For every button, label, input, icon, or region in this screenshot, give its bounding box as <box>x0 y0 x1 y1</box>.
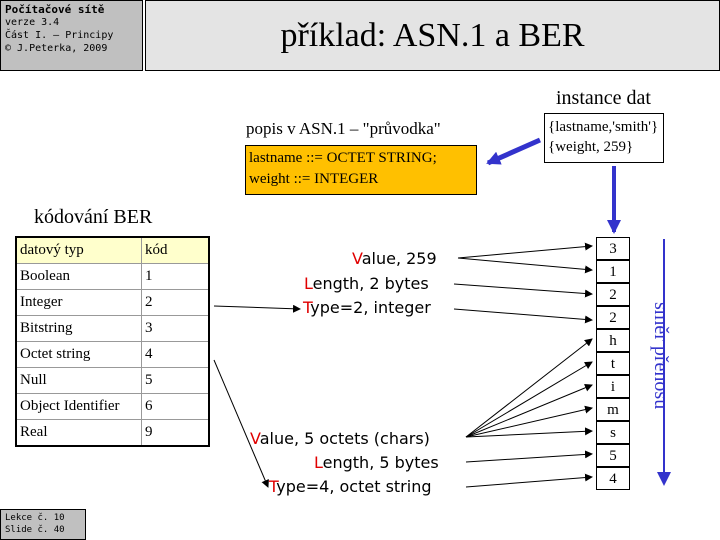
asn-line-1: lastname ::= OCTET STRING; <box>249 150 437 166</box>
octet-row-arrow <box>213 359 269 488</box>
length-arrow-2 <box>465 450 593 463</box>
ber-label: kódování BER <box>34 206 153 228</box>
type-cell: Octet string <box>15 341 142 368</box>
byte-cell: 4 <box>596 467 630 490</box>
part-label: Část I. – Principy <box>5 30 114 41</box>
type-cell: Bitstring <box>15 315 142 342</box>
value-arrow-2c <box>465 383 593 438</box>
byte-cell: h <box>596 329 630 352</box>
value-annotation-2: Value, 5 octets (chars) <box>250 429 430 448</box>
slide-title: příklad: ASN.1 a BER <box>145 0 720 71</box>
lecture-number: Lekce č. 10 <box>5 513 65 523</box>
value-arrow-2a <box>465 338 593 438</box>
type-arrow-2 <box>465 473 593 488</box>
type-annotation-2: Type=4, octet string <box>269 477 432 496</box>
asn-label: popis v ASN.1 – "průvodka" <box>246 119 441 138</box>
type-arrow-1 <box>453 308 593 324</box>
value-arrow-2b <box>465 361 593 438</box>
type-cell: Object Identifier <box>15 393 142 420</box>
asn-box: lastname ::= OCTET STRING; weight ::= IN… <box>245 145 477 195</box>
course-info-box: Počítačové sítě verze 3.4 Část I. – Prin… <box>0 0 143 71</box>
course-name: Počítačové sítě <box>5 3 105 16</box>
slide-number: Slide č. 40 <box>5 525 65 535</box>
byte-cell: 3 <box>596 237 630 260</box>
byte-stream: 3 1 2 2 h t i m s 5 4 <box>596 237 630 490</box>
code-cell: 6 <box>141 393 210 420</box>
value-arrow-1a <box>457 242 593 259</box>
table-header-row: datový typ kód <box>15 236 210 264</box>
length-annotation-1: Length, 2 bytes <box>304 274 429 293</box>
byte-cell: s <box>596 421 630 444</box>
type-annotation-1: Type=2, integer <box>303 298 431 317</box>
value-annotation-1: Value, 259 <box>352 249 437 268</box>
length-arrow-1 <box>453 283 593 298</box>
slide-footer: Lekce č. 10 Slide č. 40 <box>0 509 86 540</box>
byte-cell: i <box>596 375 630 398</box>
type-cell: Real <box>15 419 142 447</box>
code-cell: 1 <box>141 263 210 290</box>
code-cell: 9 <box>141 419 210 447</box>
code-cell: 4 <box>141 341 210 368</box>
value-arrow-1b <box>457 257 593 274</box>
instance-label: instance dat <box>556 87 651 109</box>
code-cell: 5 <box>141 367 210 394</box>
code-cell: 2 <box>141 289 210 316</box>
asn-line-2: weight ::= INTEGER <box>249 171 379 187</box>
byte-cell: m <box>596 398 630 421</box>
byte-cell: t <box>596 352 630 375</box>
byte-cell: 1 <box>596 260 630 283</box>
value-arrow-2e <box>465 427 593 438</box>
instance-line-1: {lastname,'smith'} <box>548 119 659 135</box>
length-annotation-2: Length, 5 bytes <box>314 453 439 472</box>
byte-cell: 2 <box>596 283 630 306</box>
copyright-label: © J.Peterka, 2009 <box>5 43 108 54</box>
instance-to-asn-arrow <box>486 137 542 166</box>
header-type: datový typ <box>15 236 142 264</box>
version-label: verze 3.4 <box>5 17 60 28</box>
byte-cell: 2 <box>596 306 630 329</box>
header-code: kód <box>141 236 210 264</box>
integer-row-arrow <box>213 304 301 313</box>
type-cell: Boolean <box>15 263 142 290</box>
instance-box: {lastname,'smith'} {weight, 259} <box>544 113 664 163</box>
value-arrow-2d <box>465 405 593 438</box>
byte-cell: 5 <box>596 444 630 467</box>
instance-line-2: {weight, 259} <box>548 139 634 155</box>
